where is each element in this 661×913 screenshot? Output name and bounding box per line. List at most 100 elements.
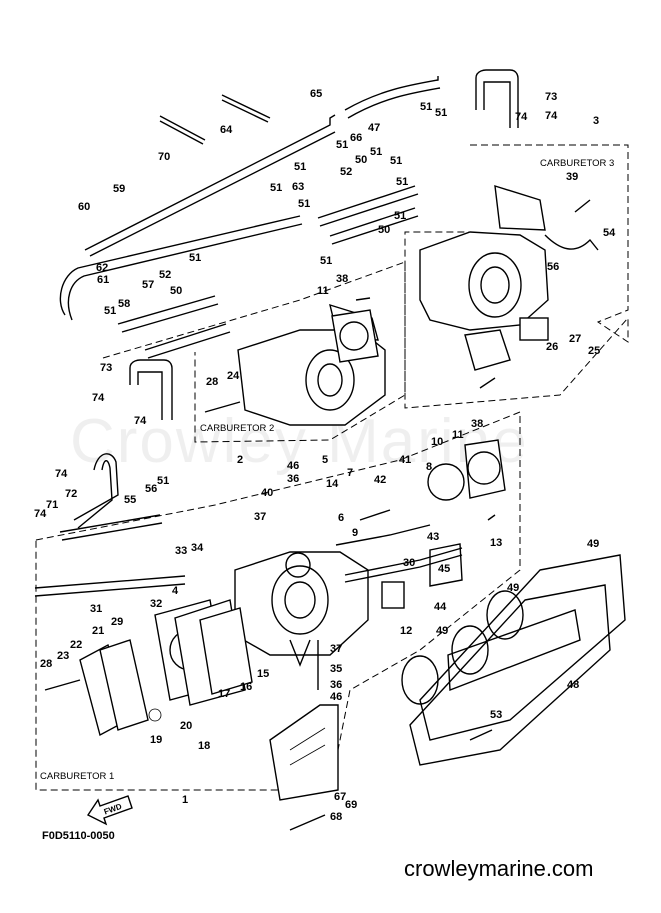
part-callout-11: 11 [317, 285, 329, 297]
part-callout-46: 46 [287, 460, 299, 472]
part-callout-23: 23 [57, 650, 69, 662]
part-callout-37: 37 [330, 643, 342, 655]
part-callout-74: 74 [55, 468, 68, 480]
part-callout-15: 15 [257, 668, 269, 680]
part-callout-25: 25 [588, 345, 600, 357]
part-callout-36: 36 [287, 473, 299, 485]
part-callout-26: 26 [546, 341, 558, 353]
part-callout-34: 34 [191, 542, 204, 554]
part-callout-51: 51 [370, 146, 382, 158]
part-callout-47: 47 [368, 122, 380, 134]
carburetor-1-label: CARBURETOR 1 [40, 771, 114, 782]
part-callout-28: 28 [206, 376, 218, 388]
carburetor-3-label: CARBURETOR 3 [540, 158, 614, 169]
part-callout-38: 38 [471, 418, 483, 430]
part-callout-4: 4 [172, 585, 179, 597]
part-callout-18: 18 [198, 740, 210, 752]
part-callout-56: 56 [145, 483, 157, 495]
part-callout-57: 57 [142, 279, 154, 291]
part-callout-53: 53 [490, 709, 502, 721]
part-callout-22: 22 [70, 639, 82, 651]
part-callout-24: 24 [227, 370, 240, 382]
part-callout-49: 49 [436, 625, 448, 637]
part-callout-70: 70 [158, 151, 170, 163]
part-callout-37: 37 [254, 511, 266, 523]
part-callout-51: 51 [396, 176, 408, 188]
part-callout-51: 51 [420, 101, 432, 113]
part-callout-20: 20 [180, 720, 192, 732]
part-callout-29: 29 [111, 616, 123, 628]
part-callout-9: 9 [352, 527, 358, 539]
part-callout-58: 58 [118, 298, 130, 310]
part-callout-27: 27 [569, 333, 581, 345]
part-callout-48: 48 [567, 679, 579, 691]
bolts [44, 199, 591, 831]
part-callout-49: 49 [507, 582, 519, 594]
part-callout-67: 67 [334, 791, 346, 803]
part-callout-10: 10 [431, 436, 443, 448]
part-callout-17: 17 [218, 688, 230, 700]
part-callout-51: 51 [435, 107, 447, 119]
part-callout-73: 73 [100, 362, 112, 374]
part-callout-40: 40 [261, 487, 273, 499]
carb1-stack [79, 599, 253, 737]
cable-ties [159, 94, 271, 145]
part-callout-51: 51 [394, 210, 406, 222]
part-callout-74: 74 [545, 110, 558, 122]
carburetor-3-body [419, 185, 549, 371]
part-callout-51: 51 [336, 139, 348, 151]
part-callout-44: 44 [434, 601, 447, 613]
part-callout-1: 1 [182, 794, 188, 806]
part-callout-33: 33 [175, 545, 187, 557]
part-callout-60: 60 [78, 201, 90, 213]
part-callout-51: 51 [157, 475, 169, 487]
part-callout-68: 68 [330, 811, 342, 823]
part-callout-11: 11 [452, 429, 464, 441]
part-callout-31: 31 [90, 603, 102, 615]
part-callout-14: 14 [326, 478, 339, 490]
part-callout-59: 59 [113, 183, 125, 195]
part-callout-51: 51 [270, 182, 282, 194]
gasket-parts [331, 309, 506, 501]
carburetor-1-body [234, 551, 369, 667]
part-callout-16: 16 [240, 681, 252, 693]
intake-manifold-gaskets [401, 554, 626, 766]
part-callout-12: 12 [400, 625, 412, 637]
part-callout-66: 66 [350, 132, 362, 144]
fuel-line-tubes [34, 185, 419, 597]
part-callout-50: 50 [170, 285, 182, 297]
part-callout-69: 69 [345, 799, 357, 811]
part-callout-2: 2 [237, 454, 243, 466]
part-callout-30: 30 [403, 557, 415, 569]
part-callout-51: 51 [294, 161, 306, 173]
part-callout-71: 71 [46, 499, 58, 511]
part-callout-52: 52 [340, 166, 352, 178]
part-callout-7: 7 [347, 467, 353, 479]
part-callout-6: 6 [338, 512, 344, 524]
part-callout-74: 74 [92, 392, 105, 404]
part-callout-13: 13 [490, 537, 502, 549]
part-callout-51: 51 [298, 198, 310, 210]
part-callout-64: 64 [220, 124, 233, 136]
part-callout-19: 19 [150, 734, 162, 746]
part-callout-61: 61 [97, 274, 109, 286]
part-callout-38: 38 [336, 273, 348, 285]
part-callout-21: 21 [92, 625, 104, 637]
part-callout-49: 49 [587, 538, 599, 550]
part-callout-54: 54 [603, 227, 616, 239]
part-callout-39: 39 [566, 171, 578, 183]
part-callout-62: 62 [96, 262, 108, 274]
part-callout-32: 32 [150, 598, 162, 610]
part-callout-74: 74 [134, 415, 147, 427]
fuel-hoses [59, 69, 599, 529]
part-callout-46: 46 [330, 691, 342, 703]
part-callout-3: 3 [593, 115, 599, 127]
carburetor-2-label: CARBURETOR 2 [200, 423, 274, 434]
part-callout-74: 74 [515, 111, 528, 123]
group-boundaries [35, 144, 629, 791]
part-callout-35: 35 [330, 663, 342, 675]
part-callout-36: 36 [330, 679, 342, 691]
part-callout-72: 72 [65, 488, 77, 500]
site-footer: crowleymarine.com [404, 856, 594, 881]
